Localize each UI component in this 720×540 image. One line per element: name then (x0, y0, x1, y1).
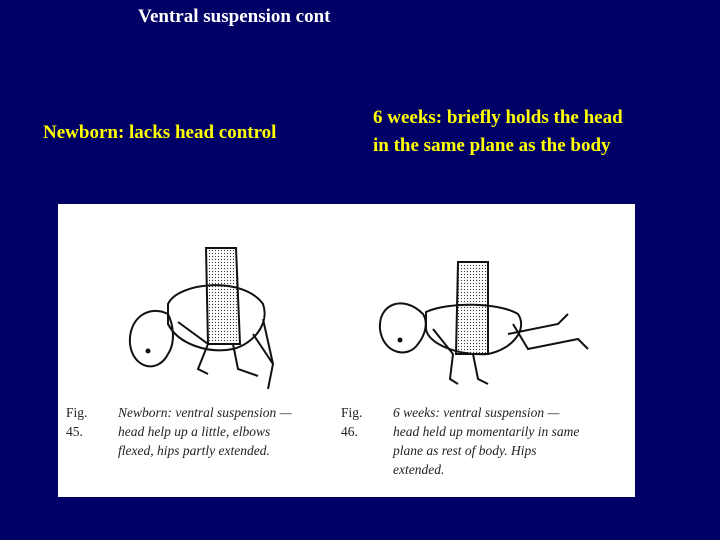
six-weeks-caption: 6 weeks: briefly holds the head in the s… (373, 104, 623, 160)
slide-title: Ventral suspension cont (138, 6, 331, 27)
six-weeks-caption-line2: in the same plane as the body (373, 135, 611, 156)
newborn-drawing (128, 247, 275, 390)
ventral-suspension-figure: Fig. 45. Newborn: ventral suspension — h… (58, 204, 635, 497)
fig45-number: Fig. 45. (66, 405, 88, 439)
six-weeks-drawing (378, 261, 589, 385)
fig45-text: Newborn: ventral suspension — head help … (118, 405, 292, 458)
six-weeks-caption-line1: 6 weeks: briefly holds the head (373, 107, 623, 128)
fig46-number: Fig. 46. (341, 405, 363, 439)
infant-illustrations (128, 247, 589, 390)
fig46-text: 6 weeks: ventral suspension — head held … (393, 405, 580, 477)
newborn-caption: Newborn: lacks head control (43, 122, 277, 143)
